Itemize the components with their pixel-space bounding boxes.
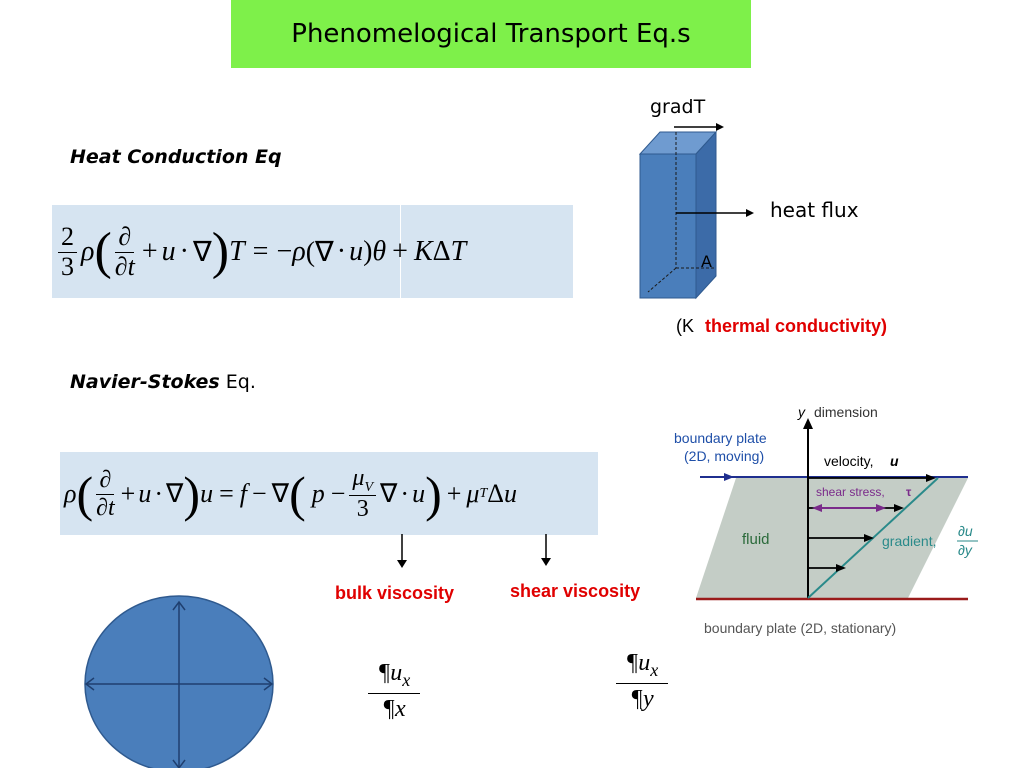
fraction-1-denominator: ¶x xyxy=(382,695,406,722)
shear-viscosity-label: shear viscosity xyxy=(510,581,641,601)
fraction-1-numerator: ¶ux xyxy=(368,660,420,694)
shear-flow-diagram: y dimension boundary plate (2D, moving) … xyxy=(674,404,978,636)
page-title: Phenomelogical Transport Eq.s xyxy=(291,19,691,49)
velocity-arrowhead-3 xyxy=(864,534,874,542)
navier-stokes-heading: Navier-Stokes Eq. xyxy=(70,371,256,393)
bulk-viscosity-label: bulk viscosity xyxy=(335,583,455,603)
velocity-arrowhead-4 xyxy=(836,564,846,572)
top-plate-label-line1: boundary plate xyxy=(674,430,767,446)
area-label: A xyxy=(701,252,712,271)
heat-flux-label: heat flux xyxy=(770,198,859,222)
horizontal-arrow-right xyxy=(263,677,274,691)
shear-arrow-head xyxy=(541,558,551,566)
fluid-label: fluid xyxy=(742,531,770,548)
top-plate-label-line2: (2D, moving) xyxy=(684,448,764,464)
viscosity-arrows xyxy=(397,534,551,568)
fraction-2-denominator: ¶y xyxy=(630,685,654,712)
bottom-plate-label: boundary plate (2D, stationary) xyxy=(704,620,896,636)
heat-conduction-heading: Heat Conduction Eq xyxy=(70,146,282,168)
y-axis-arrow xyxy=(803,418,813,429)
velocity-label: velocity, xyxy=(824,453,874,469)
gradT-label: gradT xyxy=(650,96,706,118)
y-dimension-label: dimension xyxy=(814,404,878,420)
heat-flux-arrow-head xyxy=(746,209,754,217)
k-symbol: (K xyxy=(676,316,694,336)
plate-motion-arrowhead xyxy=(724,473,734,481)
horizontal-arrow-left xyxy=(84,677,95,691)
tau-symbol: τ xyxy=(906,485,912,499)
thermal-conductivity-label: thermal conductivity) xyxy=(705,316,888,336)
block-hidden-edge-diagonal xyxy=(647,267,677,293)
velocity-symbol: u xyxy=(890,453,899,469)
velocity-arrowhead-2 xyxy=(894,504,904,512)
gradient-denominator: ∂y xyxy=(958,542,973,558)
gradient-label: gradient, xyxy=(882,533,936,549)
fraction-dux-dy: ¶ux ¶y xyxy=(616,650,668,713)
title-banner: Phenomelogical Transport Eq.s xyxy=(231,0,751,68)
navier-stokes-heading-italic: Navier-Stokes xyxy=(70,371,220,393)
block-side-face xyxy=(695,130,717,300)
fraction-2-numerator: ¶ux xyxy=(616,650,668,684)
shear-stress-arrowhead-left xyxy=(812,504,822,512)
navier-stokes-heading-rest: Eq. xyxy=(219,371,256,393)
fraction-dux-dx: ¶ux ¶x xyxy=(368,660,420,723)
heat-block-diagram xyxy=(638,123,754,300)
thermal-conductivity-note: (K thermal conductivity) xyxy=(676,316,887,337)
gradient-numerator: ∂u xyxy=(958,523,973,539)
shear-stress-label: shear stress, xyxy=(816,485,885,499)
cross-section-circle-diagram xyxy=(84,595,274,768)
velocity-arrowhead-1 xyxy=(926,474,936,482)
gradT-arrow-head xyxy=(716,123,724,131)
bulk-arrow-head xyxy=(397,560,407,568)
vertical-arrow-top xyxy=(172,600,186,611)
block-front-face xyxy=(639,153,697,299)
shear-stress-arrowhead-right xyxy=(876,504,886,512)
vertical-arrow-bottom xyxy=(172,759,186,768)
equation-divider xyxy=(400,205,401,298)
y-axis-label: y xyxy=(797,404,806,420)
